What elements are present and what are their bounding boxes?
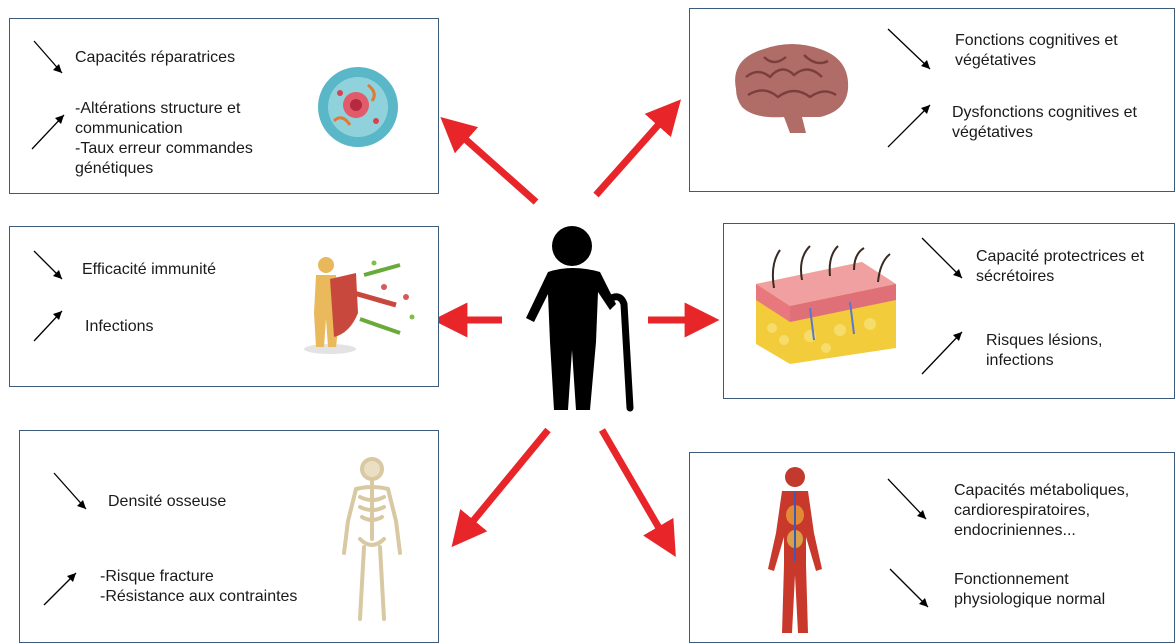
panel-brain: Fonctions cognitives et végétatives Dysf… bbox=[689, 8, 1175, 192]
arrow-to-body bbox=[602, 430, 666, 540]
arrow-up-icon bbox=[920, 328, 968, 376]
arrow-down-icon bbox=[32, 249, 68, 285]
brain-down-text: Fonctions cognitives et végétatives bbox=[955, 31, 1118, 71]
cell-up-text: -Altérations structure et communication … bbox=[75, 99, 253, 179]
arrow-up-icon bbox=[30, 111, 70, 153]
immunity-down-text: Efficacité immunité bbox=[82, 260, 216, 280]
arrow-to-cell bbox=[455, 130, 536, 202]
cell-down-text: Capacités réparatrices bbox=[75, 48, 235, 68]
skin-down-text: Capacité protectrices et sécrétoires bbox=[976, 247, 1144, 287]
elderly-person-with-cane-icon bbox=[512, 222, 636, 412]
body-down2-text: Fonctionnement physiologique normal bbox=[954, 570, 1105, 610]
anatomy-body-icon bbox=[760, 465, 830, 637]
arrow-to-brain bbox=[596, 114, 668, 195]
panel-immunity: Efficacité immunité Infections bbox=[9, 226, 439, 387]
arrow-up-icon bbox=[886, 101, 936, 149]
bone-down-text: Densité osseuse bbox=[108, 492, 226, 512]
immunity-up-text: Infections bbox=[85, 317, 153, 337]
brain-icon bbox=[724, 37, 854, 137]
arrow-down-icon bbox=[886, 477, 932, 525]
brain-up-text: Dysfonctions cognitives et végétatives bbox=[952, 103, 1137, 143]
skeleton-icon bbox=[332, 455, 412, 625]
panel-cell: Capacités réparatrices -Altérations stru… bbox=[9, 18, 439, 194]
cell-icon bbox=[316, 65, 400, 149]
arrow-down-icon bbox=[32, 39, 68, 79]
immune-shield-icon bbox=[296, 253, 424, 357]
arrow-down-icon bbox=[886, 27, 936, 75]
body-down-text: Capacités métaboliques, cardiorespiratoi… bbox=[954, 481, 1129, 541]
arrow-to-bone bbox=[464, 430, 548, 532]
panel-skin: Capacité protectrices et sécrétoires Ris… bbox=[723, 223, 1175, 399]
panel-bone: Densité osseuse -Risque fracture -Résist… bbox=[19, 430, 439, 643]
arrow-down-icon bbox=[52, 471, 92, 515]
skin-layers-icon bbox=[750, 244, 900, 364]
arrow-up-icon bbox=[42, 569, 82, 609]
skin-up-text: Risques lésions, infections bbox=[986, 331, 1103, 371]
arrow-up-icon bbox=[32, 307, 68, 345]
arrow-down-icon bbox=[888, 567, 934, 613]
arrow-down-icon bbox=[920, 236, 968, 284]
panel-body: Capacités métaboliques, cardiorespiratoi… bbox=[689, 452, 1175, 643]
bone-up-text: -Risque fracture -Résistance aux contrai… bbox=[100, 567, 297, 607]
